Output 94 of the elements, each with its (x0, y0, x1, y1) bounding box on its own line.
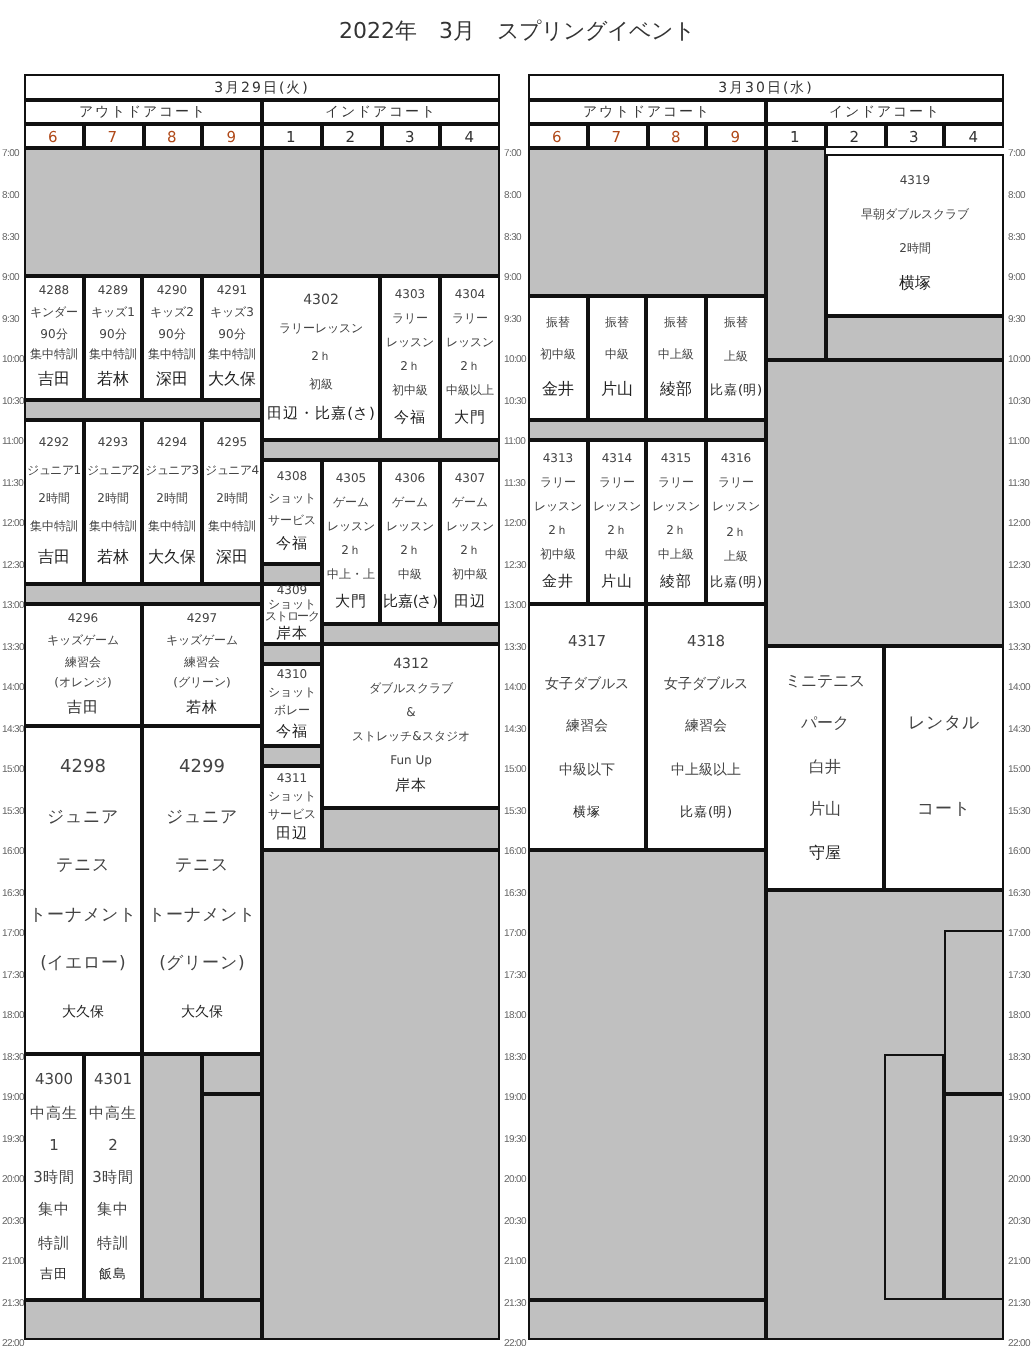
closed-slot (943, 1093, 1003, 1299)
closed-slot (24, 400, 262, 420)
event-box (24, 276, 84, 400)
event-box (646, 296, 706, 420)
event-box (380, 276, 440, 440)
closed-slot (202, 1094, 262, 1300)
event-text: 大久保 (148, 549, 196, 567)
event-box (322, 460, 380, 624)
event-box (24, 1054, 84, 1300)
closed-slot (943, 929, 1003, 1093)
event-text: 白井 (809, 759, 841, 777)
event-text: ジュニア (166, 809, 238, 828)
event-text: 片山 (601, 381, 633, 399)
event-box (142, 604, 262, 726)
event-box (24, 604, 142, 726)
event-text: トーナメント (29, 907, 137, 926)
event-box (24, 420, 84, 584)
event-box (766, 646, 884, 890)
closed-slot (262, 440, 500, 460)
event-text: パーク (801, 716, 849, 734)
event-text: レンタル (908, 716, 980, 734)
event-box (262, 460, 322, 564)
event-box (262, 766, 322, 850)
closed-slot (24, 1300, 262, 1340)
event-text: 横塚 (899, 276, 931, 294)
event-box (588, 296, 646, 420)
event-box (24, 726, 142, 1054)
event-box (440, 276, 500, 440)
closed-slot (766, 148, 826, 360)
event-text: ジュニア (47, 809, 119, 828)
event-box (646, 440, 706, 604)
closed-slot (262, 746, 322, 766)
event-text: 金井 (542, 381, 574, 399)
event-box (202, 420, 262, 584)
closed-slot (766, 360, 1004, 646)
event-text: 若林 (97, 549, 129, 567)
event-text: 若林 (97, 372, 129, 390)
event-box (440, 460, 500, 624)
event-text: テニス (175, 858, 229, 877)
event-box (142, 420, 202, 584)
event-box (202, 276, 262, 400)
event-box (528, 440, 588, 604)
event-text: ミニテニス (785, 674, 865, 691)
closed-slot (24, 148, 262, 276)
closed-slot (528, 148, 766, 296)
event-box (528, 604, 646, 850)
event-box (588, 440, 646, 604)
event-box (706, 296, 766, 420)
closed-slot (24, 584, 262, 604)
event-box (262, 276, 380, 440)
event-text: 深田 (216, 549, 248, 567)
event-box (262, 664, 322, 746)
closed-slot (142, 1054, 202, 1300)
closed-slot (322, 624, 500, 644)
event-text: 吉田 (38, 549, 70, 567)
closed-slot (262, 644, 322, 664)
closed-slot (262, 850, 500, 1340)
closed-slot (528, 1300, 766, 1340)
closed-slot (766, 890, 1004, 1340)
event-text: テニス (56, 858, 110, 877)
event-box (142, 726, 262, 1054)
closed-slot (202, 1054, 262, 1094)
event-box (262, 584, 322, 644)
event-box (706, 440, 766, 604)
closed-slot (262, 148, 500, 276)
event-text: 4298 (60, 759, 106, 779)
event-text: 片山 (809, 802, 841, 820)
event-text: 守屋 (809, 845, 841, 862)
closed-slot (262, 564, 322, 584)
event-box (884, 646, 1004, 890)
page-title: 2022年 3月 スプリングイベント (337, 16, 697, 46)
event-box (322, 644, 500, 808)
event-box (142, 276, 202, 400)
event-box (84, 276, 142, 400)
event-text: (グリーン) (159, 956, 245, 975)
event-text: (イエロー) (40, 956, 126, 975)
event-text: 大久保 (208, 372, 256, 390)
event-box (826, 154, 1004, 316)
event-text: トーナメント (148, 907, 256, 926)
closed-slot (826, 316, 1004, 360)
event-text: 深田 (156, 372, 188, 390)
event-text: 4299 (179, 759, 225, 779)
closed-slot (322, 808, 500, 850)
event-box (84, 420, 142, 584)
event-box (84, 1054, 142, 1300)
event-box (380, 460, 440, 624)
event-text: コート (917, 802, 971, 820)
event-box (646, 604, 766, 850)
event-box (528, 296, 588, 420)
closed-slot (528, 850, 766, 1300)
event-text: 綾部 (660, 381, 692, 399)
closed-slot (883, 1053, 943, 1299)
closed-slot (528, 420, 766, 440)
event-text: 吉田 (38, 372, 70, 390)
